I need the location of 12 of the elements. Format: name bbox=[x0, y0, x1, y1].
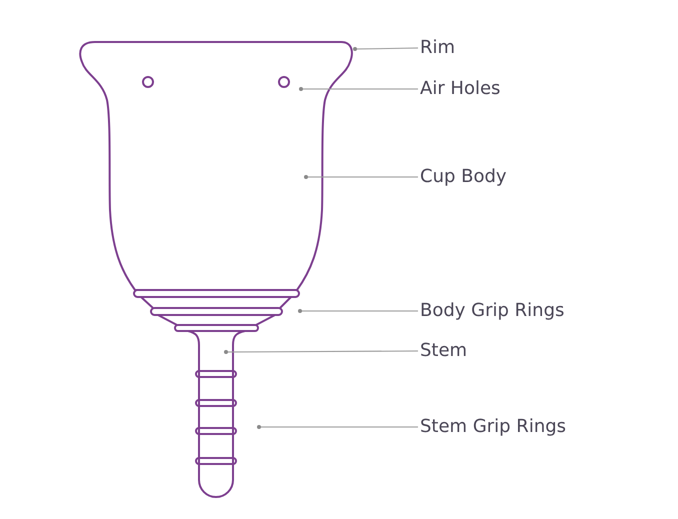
leader-line bbox=[298, 309, 418, 313]
leader-line bbox=[257, 425, 418, 429]
part-label: Rim bbox=[420, 37, 456, 59]
part-label: Air Holes bbox=[420, 78, 500, 100]
part-label: Body Grip Rings bbox=[420, 300, 564, 322]
leader-line bbox=[304, 175, 418, 179]
leader-line bbox=[299, 87, 418, 91]
part-label: Stem bbox=[420, 340, 468, 362]
leader-line bbox=[224, 350, 418, 354]
part-label: Cup Body bbox=[420, 166, 507, 188]
part-label: Stem Grip Rings bbox=[420, 416, 566, 438]
leader-line bbox=[353, 47, 418, 51]
